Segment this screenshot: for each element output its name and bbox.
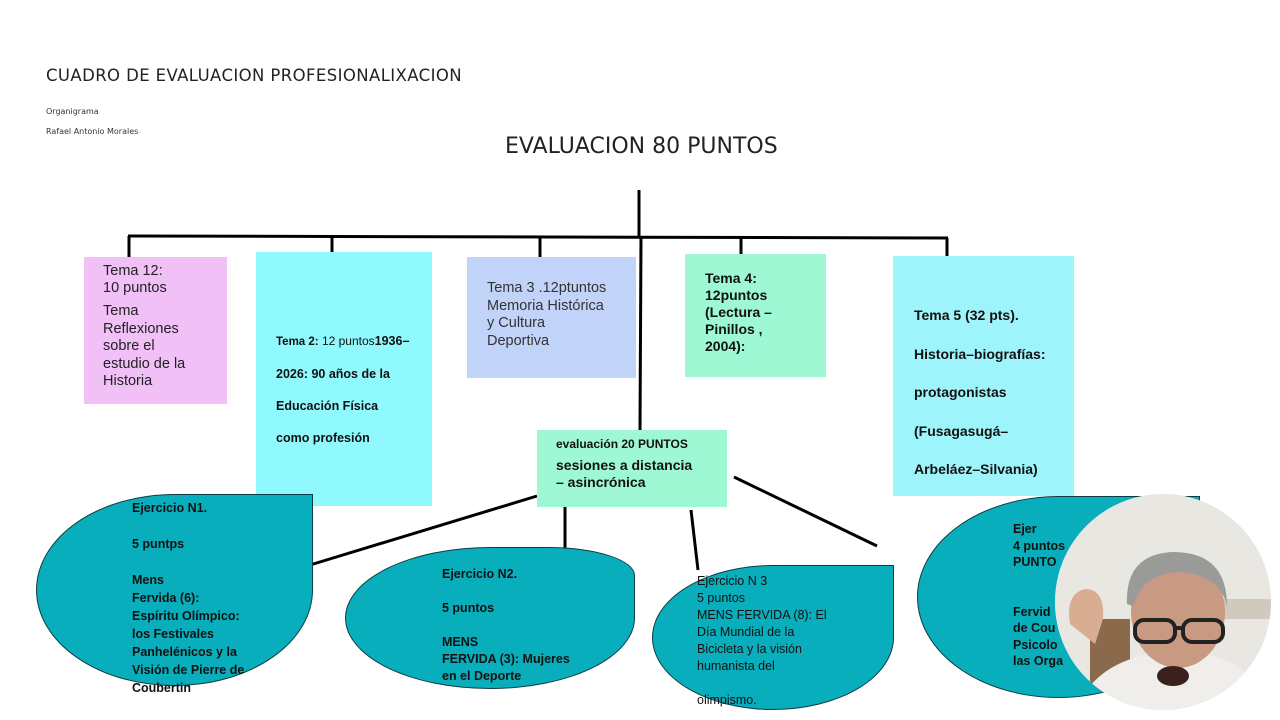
main-heading: EVALUACION 80 PUNTOS [505,134,778,159]
ejercicio-4-text: Ejer 4 puntos PUNTO Fervid de Cou Psicol… [1013,522,1066,668]
ejercicio-3-shape: Ejercicio N 3 5 puntos MENS FERVIDA (8):… [652,565,894,710]
author-name: Rafael Antonio Morales [46,127,139,136]
ejercicio-2-shape: Ejercicio N2. 5 puntos MENS FERVIDA (3):… [345,547,635,689]
tema-3-box: Tema 3 .12ptuntos Memoria Histórica y Cu… [467,257,636,378]
tema-4-text: Tema 4: 12puntos (Lectura – Pinillos , 2… [705,270,772,354]
ejercicio-1-text: Ejercicio N1. 5 puntps Mens Fervida (6):… [132,501,245,695]
ejercicio-1-shape: Ejercicio N1. 5 puntps Mens Fervida (6):… [36,494,313,695]
connector-to-ejercicio1 [309,494,538,567]
presenter-webcam-avatar [1055,494,1271,710]
tema-3-text: Tema 3 .12ptuntos Memoria Histórica y Cu… [487,280,607,349]
ejercicio-3-text: Ejercicio N 3 5 puntos MENS FERVIDA (8):… [697,574,827,707]
connector-center-vertical [638,235,643,431]
ejercicio-2-text: Ejercicio N2. 5 puntos MENS FERVIDA (3):… [442,567,570,683]
tema-2-label: Tema 2: [276,336,319,348]
tema-12-body: Tema Reflexiones sobre el estudio de la … [103,303,186,389]
document-title: CUADRO DE EVALUACION PROFESIONALIXACION [46,66,462,85]
tema-2-points: 12 puntos [318,334,375,348]
connector-to-ejercicio3 [689,509,700,571]
tema-5-box: Tema 5 (32 pts). Historia–biografías: pr… [893,256,1074,496]
presenter-portrait-icon [1055,494,1271,710]
evaluacion-20-subtitle: sesiones a distancia – asincrónica [556,457,693,490]
evaluacion-20-title: evaluación 20 PUNTOS [556,437,688,451]
subtitle-organigrama: Organigrama [46,107,99,116]
tema-12-heading: Tema 12: 10 puntos [103,263,167,296]
tema-2-box: Tema 2: 12 puntos1936– 2026: 90 años de … [256,252,432,506]
connector-to-ejercicio4 [733,475,878,548]
tema-4-box: Tema 4: 12puntos (Lectura – Pinillos , 2… [685,254,826,377]
tema-12-box: Tema 12: 10 puntos Tema Reflexiones sobr… [84,257,227,404]
evaluacion-20-box: evaluación 20 PUNTOS sesiones a distanci… [537,430,727,507]
tema-5-text: Tema 5 (32 pts). Historia–biografías: pr… [914,307,1046,477]
tema-2-body: 1936– 2026: 90 años de la Educación Físi… [276,334,410,445]
connector-horizontal-bar [127,234,949,240]
